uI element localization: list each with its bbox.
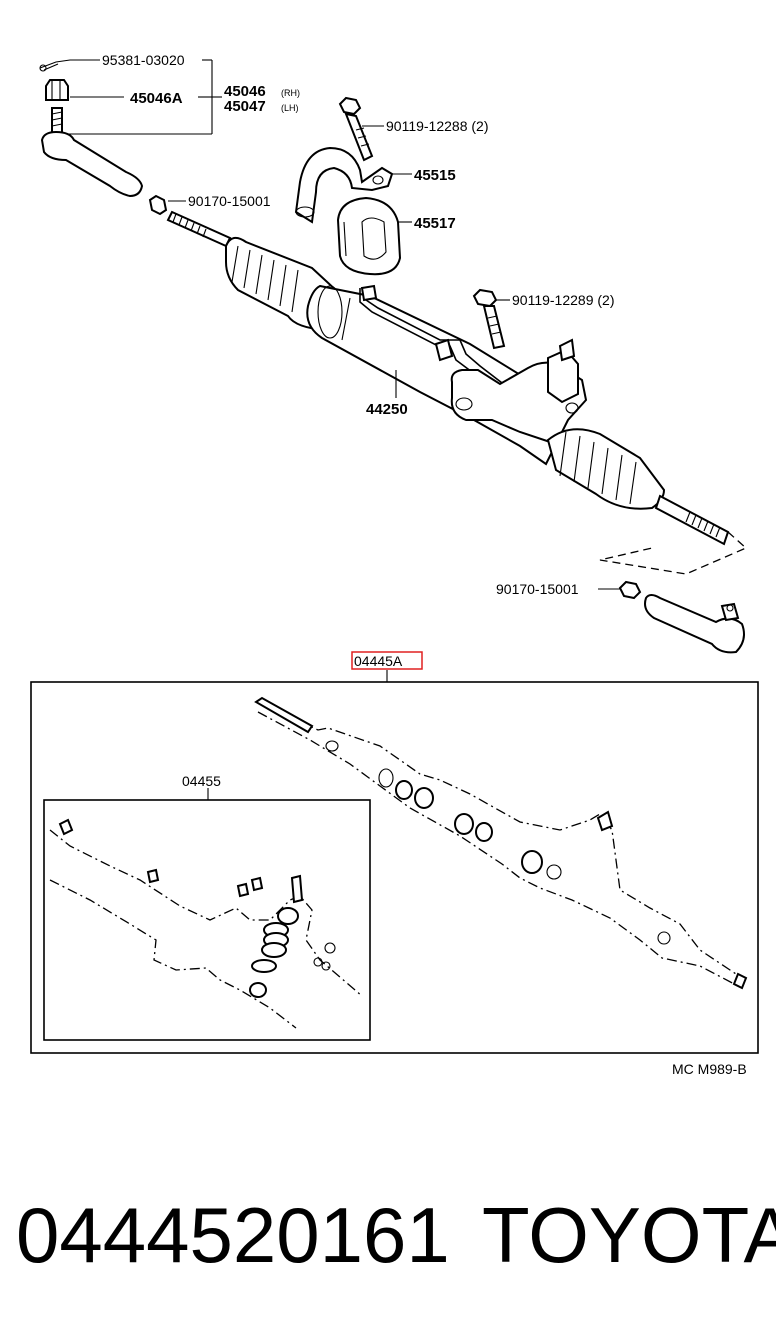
label-kit-outer: 04445A xyxy=(354,653,403,669)
label-cotter-pin: 95381-03020 xyxy=(102,52,185,68)
inner-tie-rod-left xyxy=(166,210,232,248)
brand-name: TOYOTA xyxy=(482,1191,776,1279)
label-rack-assembly: 44250 xyxy=(366,401,408,418)
label-tie-rod-rh: 45046 xyxy=(224,83,266,100)
bolt-top xyxy=(338,96,374,162)
label-tie-rod-lh: 45047 xyxy=(224,98,266,115)
label-bolt-mid: 90119-12289 (2) xyxy=(512,292,614,308)
part-number: 0444520161 xyxy=(16,1191,450,1279)
tie-rod-end-left xyxy=(40,107,144,198)
label-kit-inner: 04455 xyxy=(182,773,221,789)
label-diagram-code: MC M989-B xyxy=(672,1061,747,1077)
label-lh-suffix: (LH) xyxy=(281,103,299,113)
lock-nut-left xyxy=(148,194,168,216)
kit-outer-rack xyxy=(254,696,748,990)
bushing xyxy=(336,196,402,276)
boot-right xyxy=(546,428,666,510)
bolt-mid xyxy=(472,288,506,350)
label-bushing: 45517 xyxy=(414,215,456,232)
label-lock-nut-left: 90170-15001 xyxy=(188,193,271,209)
kit-inner-rack xyxy=(49,818,363,1029)
lock-nut-right xyxy=(618,580,642,600)
kit-highlight xyxy=(351,651,423,670)
label-bracket: 45515 xyxy=(414,167,456,184)
bracket xyxy=(294,146,394,224)
castle-nut xyxy=(45,79,69,101)
cotter-pin xyxy=(39,59,78,72)
kit-outer-box xyxy=(30,681,759,1054)
parts-diagram: 95381-03020 45046A 45046 (RH) 45047 (LH)… xyxy=(30,52,759,1077)
kit-inner-box xyxy=(43,799,371,1041)
inner-tie-rod-right xyxy=(654,494,730,546)
tie-rod-end-right xyxy=(644,594,745,654)
valve-body xyxy=(450,338,588,446)
label-nut: 45046A xyxy=(130,90,183,107)
label-bolt-top: 90119-12288 (2) xyxy=(386,118,488,134)
label-rh-suffix: (RH) xyxy=(281,88,300,98)
label-lock-nut-right: 90170-15001 xyxy=(496,581,579,597)
